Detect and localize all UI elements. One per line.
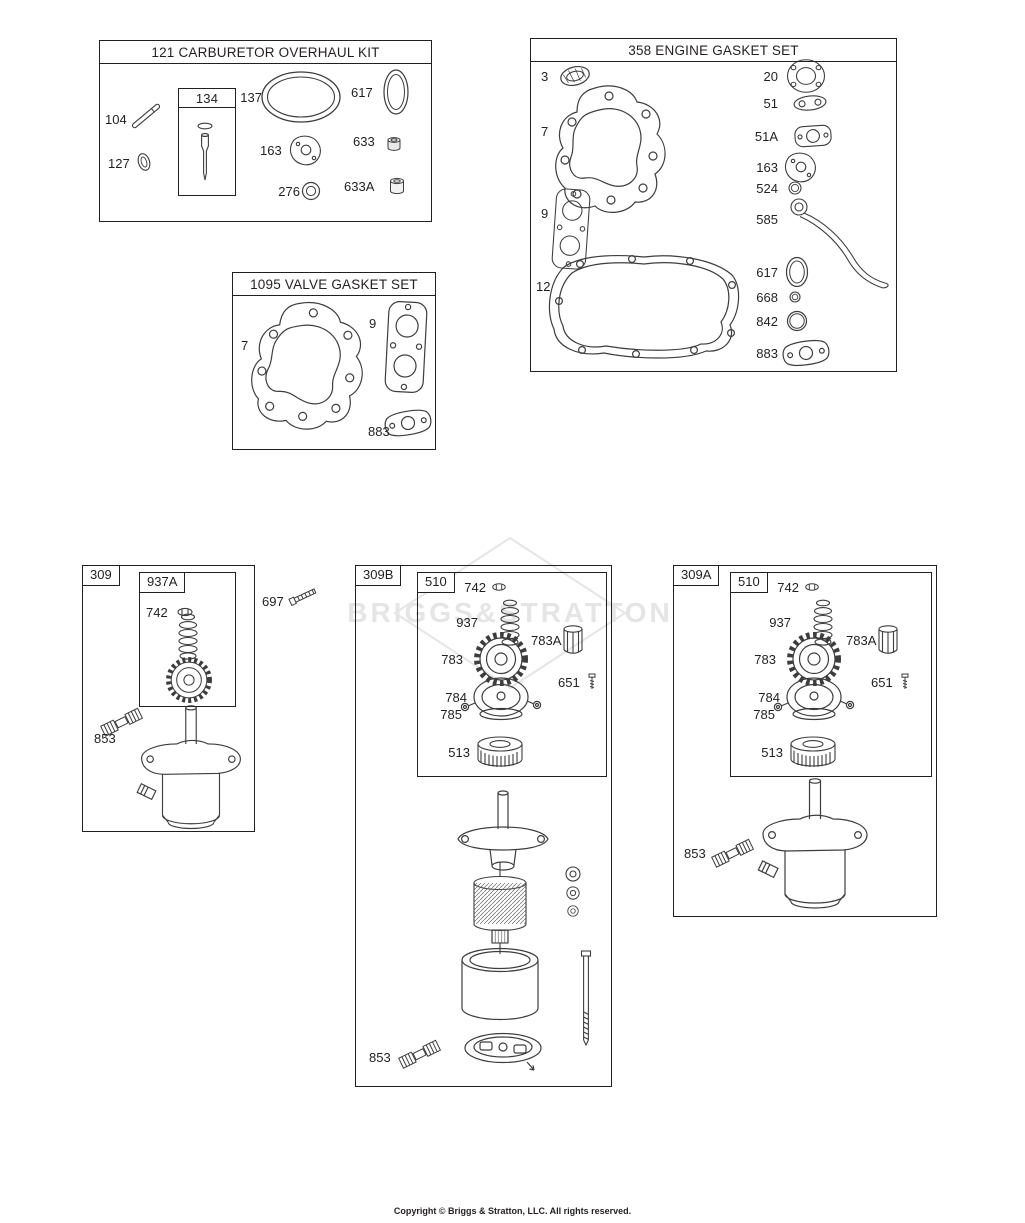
ring-668-drawing: [789, 291, 801, 303]
s309b-label-785: 785: [440, 707, 462, 722]
carb-label-633: 633: [353, 134, 375, 149]
engine-label-163: 163: [756, 160, 778, 175]
pin-104-drawing: [131, 103, 161, 129]
subkit-title-134: 134: [179, 89, 235, 108]
oring-137-drawing: [261, 71, 341, 123]
s309a-label-783A: 783A: [846, 633, 877, 648]
cup-633A-drawing: [390, 177, 404, 195]
subkit-box-134: 134: [178, 88, 236, 196]
group-box-309B: [355, 565, 612, 1087]
s309a-label-783: 783: [754, 652, 776, 667]
s309a-label-937: 937: [769, 615, 791, 630]
s309b-label-783: 783: [441, 652, 463, 667]
carb-label-127: 127: [108, 156, 130, 171]
valve-label-883: 883: [368, 424, 390, 439]
carb-label-137: 137: [240, 90, 262, 105]
oring-617-carb-drawing: [383, 69, 409, 115]
engine-label-3: 3: [541, 69, 549, 84]
s309-label-742: 742: [146, 605, 168, 620]
subgroup-box-510B: [417, 572, 607, 777]
subgroup-label-510B: 510: [417, 572, 455, 593]
subgroup-box-510A: [730, 572, 932, 777]
carb-label-617: 617: [351, 85, 373, 100]
valve-label-9: 9: [369, 316, 377, 331]
seal-127-drawing: [137, 153, 151, 171]
carb-label-633A: 633A: [344, 179, 375, 194]
kit-title-engine-gasket: 358 ENGINE GASKET SET: [531, 39, 896, 62]
s309b-label-513: 513: [448, 745, 470, 760]
engine-label-842: 842: [756, 314, 778, 329]
s309b-label-783A: 783A: [531, 633, 562, 648]
kit-title-carburetor: 121 CARBURETOR OVERHAUL KIT: [100, 41, 431, 64]
engine-label-617: 617: [756, 265, 778, 280]
carb-label-276: 276: [278, 184, 300, 199]
kit-box-carburetor-overhaul: 121 CARBURETOR OVERHAUL KIT: [99, 40, 432, 222]
s309a-label-513: 513: [761, 745, 783, 760]
engine-label-668: 668: [756, 290, 778, 305]
s309a-label-651: 651: [871, 675, 893, 690]
kit-title-valve-gasket: 1095 VALVE GASKET SET: [233, 273, 435, 296]
s309b-label-651: 651: [558, 675, 580, 690]
engine-label-12: 12: [536, 279, 551, 294]
kit-box-engine-gasket: 358 ENGINE GASKET SET: [530, 38, 897, 372]
s309a-label-785: 785: [753, 707, 775, 722]
engine-label-20: 20: [763, 69, 778, 84]
s309a-label-853: 853: [684, 846, 706, 861]
needle-valve-134-drawing: [197, 122, 213, 181]
group-label-309A: 309A: [673, 565, 720, 586]
kit-box-valve-gasket: 1095 VALVE GASKET SET: [232, 272, 436, 450]
engine-label-51A: 51A: [754, 129, 778, 144]
s309b-label-937: 937: [456, 615, 478, 630]
subgroup-label-937A: 937A: [139, 572, 186, 593]
engine-label-524: 524: [756, 181, 778, 196]
valve-label-7: 7: [241, 338, 249, 353]
s309-label-853: 853: [94, 731, 116, 746]
group-label-309B: 309B: [355, 565, 402, 586]
oring-842-drawing: [786, 310, 808, 332]
subgroup-label-510A: 510: [730, 572, 768, 593]
s309b-label-742: 742: [464, 580, 486, 595]
gasket-51-drawing: [793, 95, 827, 111]
carb-kit-art: [131, 69, 409, 201]
ring-276-drawing: [301, 181, 321, 201]
carb-label-104: 104: [105, 112, 127, 127]
gasket-51A-drawing: [794, 124, 832, 148]
subgroup-box-937A: [139, 572, 236, 707]
screw-697-drawing: [288, 587, 317, 606]
engine-label-51: 51: [763, 96, 778, 111]
engine-gasket-art: [548, 59, 889, 369]
s309a-label-784: 784: [758, 690, 780, 705]
seal-3-drawing: [560, 65, 590, 87]
engine-label-883: 883: [756, 346, 778, 361]
group-box-309: [82, 565, 255, 832]
s309-label-697: 697: [262, 594, 284, 609]
s309b-label-853: 853: [369, 1050, 391, 1065]
engine-label-585: 585: [756, 212, 778, 227]
carb-label-163: 163: [260, 143, 282, 158]
copyright-line: Copyright © Briggs & Stratton, LLC. All …: [393, 1206, 632, 1216]
oring-617-engine-drawing: [785, 256, 809, 288]
group-box-309A: [673, 565, 937, 917]
group-label-309: 309: [82, 565, 120, 586]
s309b-label-784: 784: [445, 690, 467, 705]
plug-633-drawing: [387, 137, 401, 151]
s309a-label-742: 742: [777, 580, 799, 595]
ring-524-drawing: [788, 181, 802, 195]
engine-label-7: 7: [541, 124, 549, 139]
engine-label-9: 9: [541, 206, 549, 221]
